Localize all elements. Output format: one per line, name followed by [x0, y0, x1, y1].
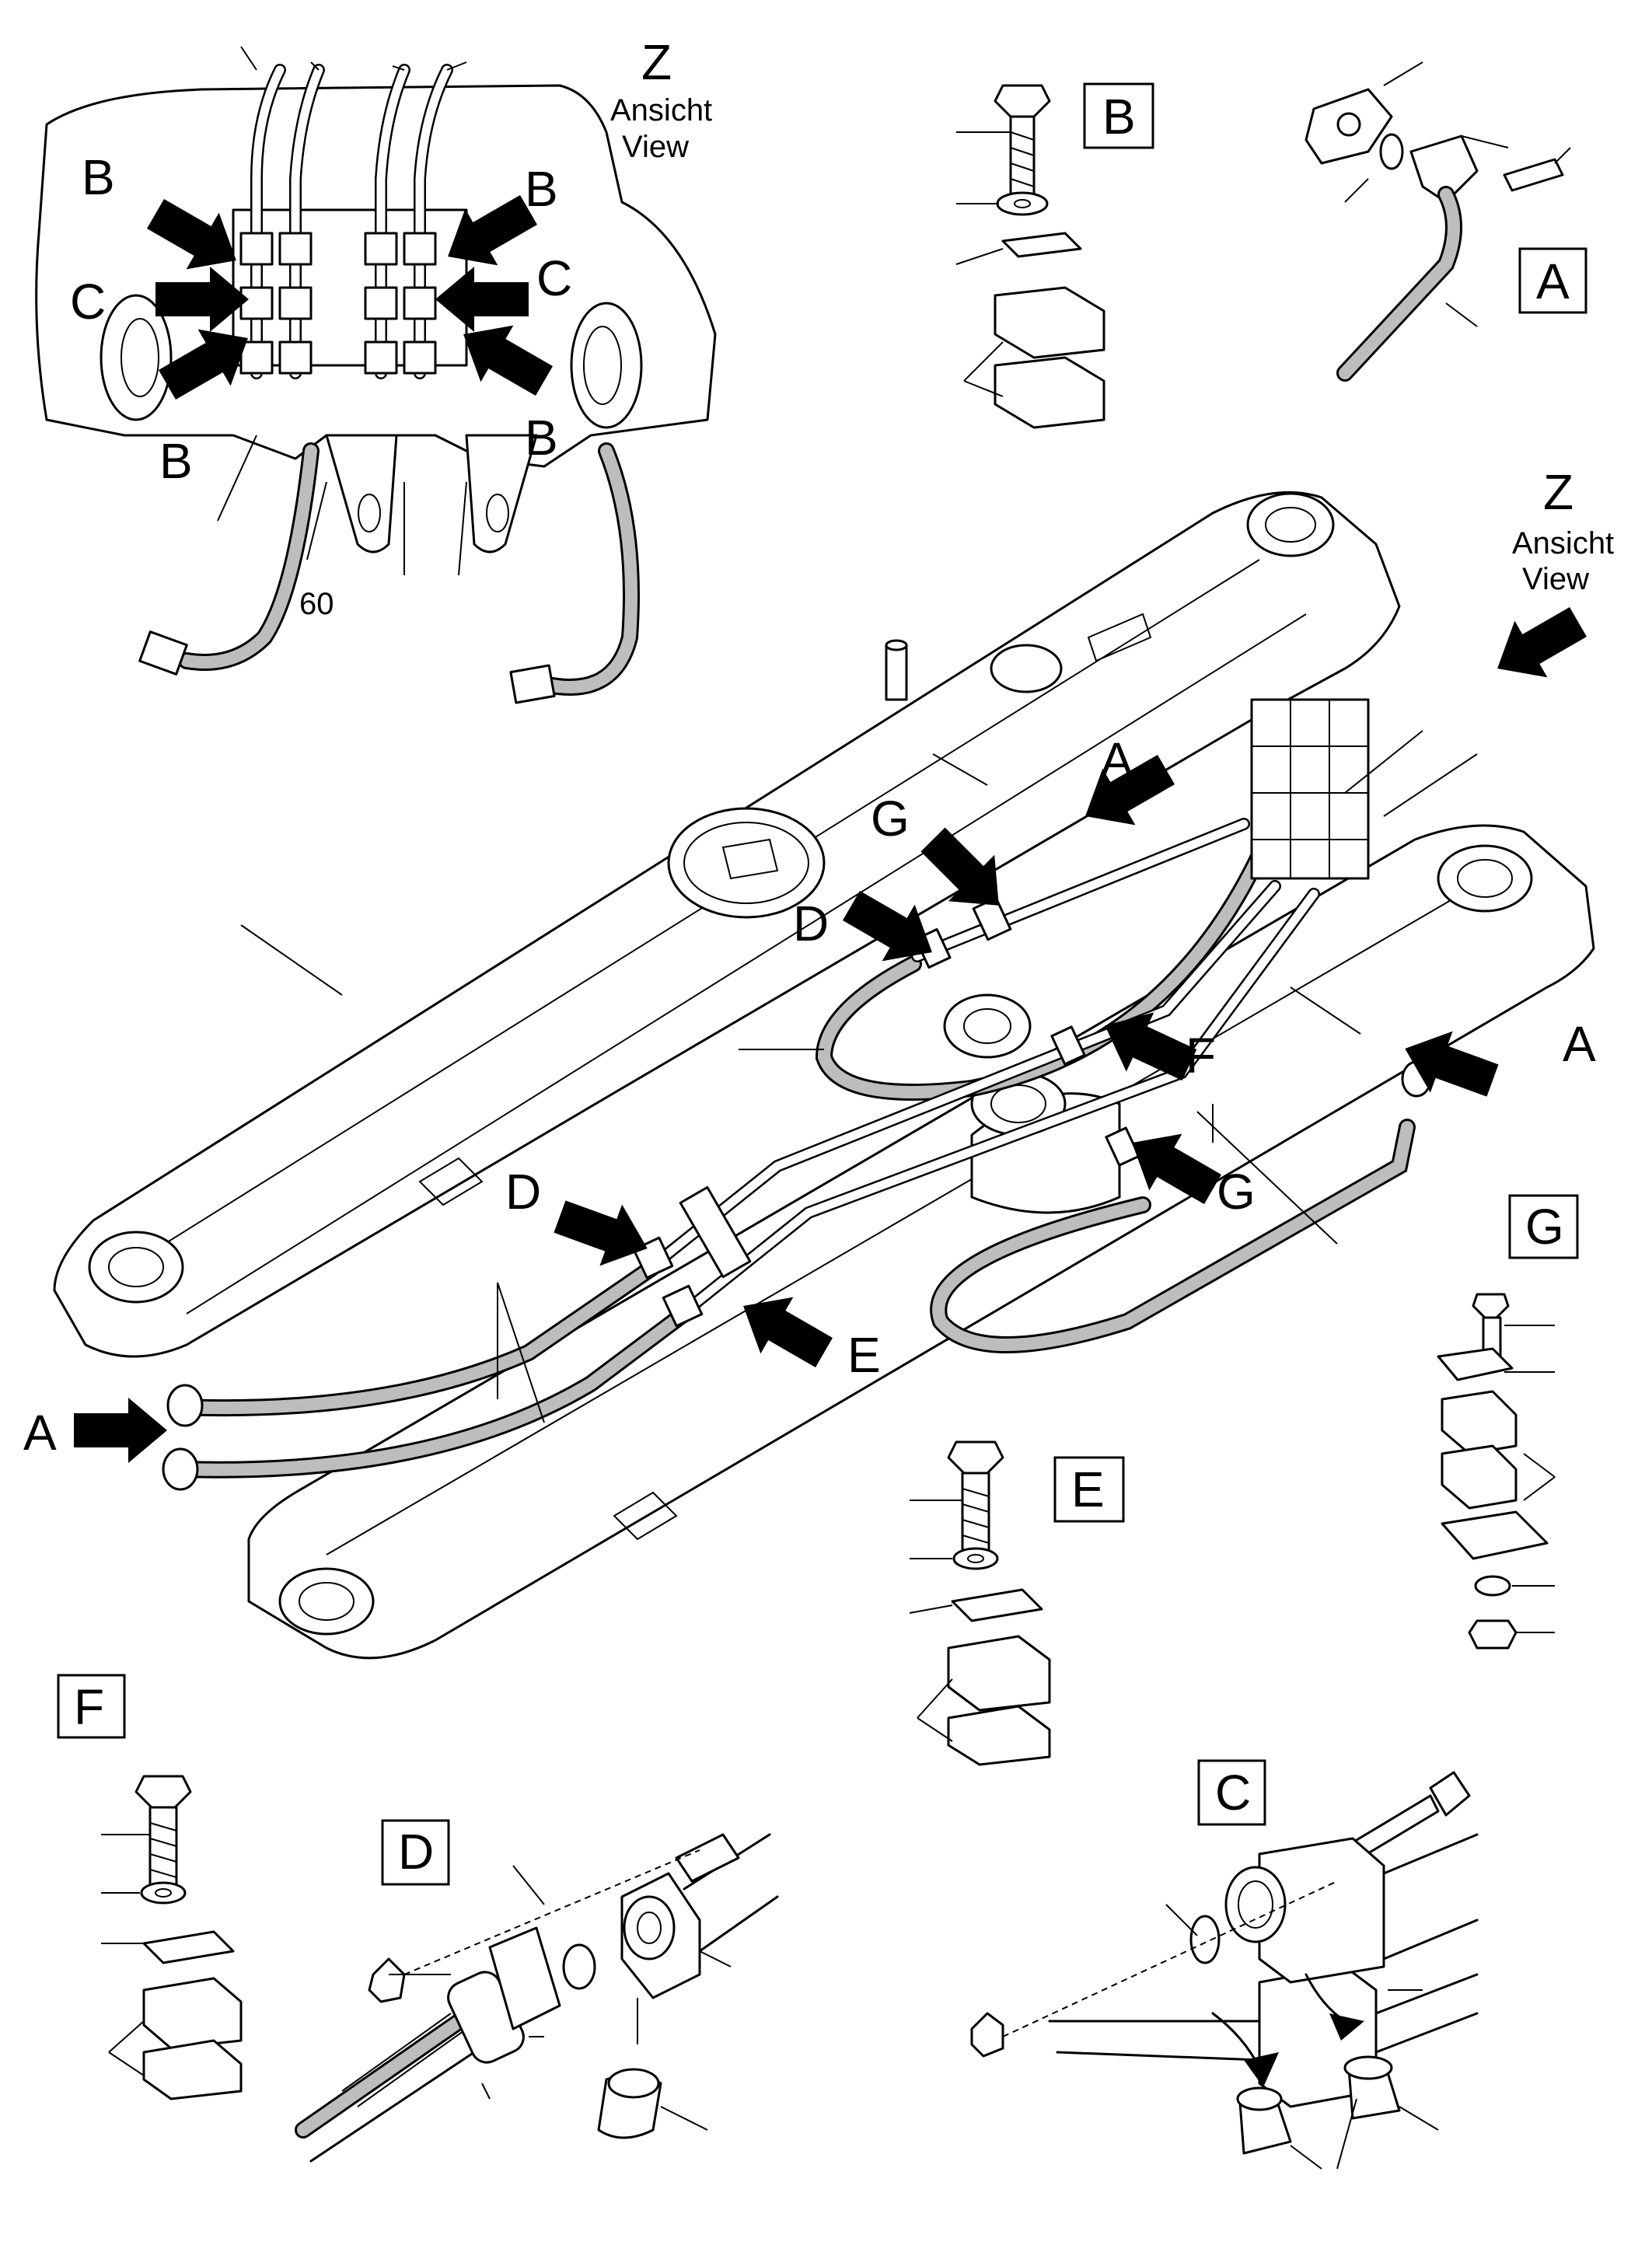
main-boom: [53, 491, 1595, 1660]
view-z-view-top: View: [622, 130, 689, 164]
label-b-upper-left: B: [82, 149, 115, 205]
label-d-main-upper: D: [793, 896, 829, 951]
label-b-lower-left: B: [159, 433, 193, 489]
label-f-main: F: [1186, 1028, 1216, 1084]
view-z-detail: [35, 46, 717, 704]
detail-b: [955, 82, 1154, 429]
detail-a-label: A: [1536, 253, 1570, 309]
label-a-main-right: A: [1563, 1016, 1596, 1072]
label-c-left: C: [70, 274, 106, 330]
detail-e-label: E: [1071, 1461, 1105, 1517]
label-g-main-upper: G: [871, 791, 910, 847]
detail-a: [1304, 61, 1587, 382]
detail-g: [1437, 1194, 1579, 1650]
part-number-60: 60: [299, 587, 334, 621]
detail-e: [909, 1440, 1125, 1766]
label-b-lower-right: B: [525, 410, 558, 466]
detail-d: [295, 1819, 779, 2163]
label-e-main: E: [847, 1327, 881, 1383]
view-z-ansicht-main: Ansicht: [1512, 526, 1614, 560]
label-b-upper-right: B: [525, 161, 558, 217]
view-z-letter-main: Z: [1543, 464, 1573, 520]
label-g-main-lower: G: [1217, 1164, 1256, 1220]
label-a-main-top: A: [1100, 732, 1133, 788]
label-a-main-left: A: [23, 1405, 57, 1461]
detail-f: [57, 1674, 243, 2100]
label-c-right: C: [536, 250, 572, 306]
view-z-view-main: View: [1522, 562, 1589, 596]
detail-c: [970, 1759, 1479, 2170]
detail-b-label: B: [1102, 89, 1136, 145]
view-z-letter-top: Z: [641, 34, 672, 90]
detail-d-label: D: [398, 1824, 434, 1880]
view-z-ansicht-top: Ansicht: [610, 93, 712, 127]
label-d-main-lower: D: [505, 1164, 541, 1220]
detail-f-label: F: [74, 1679, 104, 1735]
detail-g-label: G: [1525, 1199, 1564, 1255]
main-fittings: [162, 698, 1478, 1491]
detail-c-label: C: [1215, 1765, 1251, 1821]
